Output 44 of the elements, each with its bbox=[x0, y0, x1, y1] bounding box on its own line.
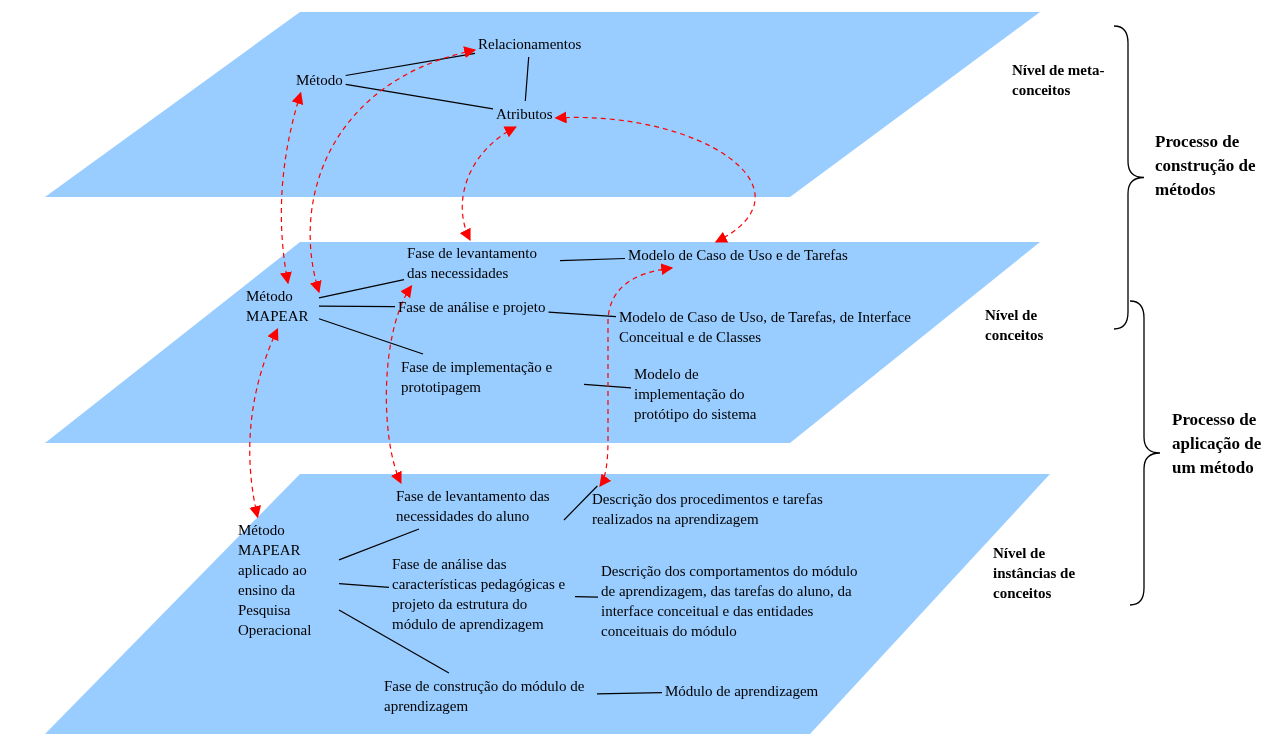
dashed-arrow bbox=[280, 91, 304, 285]
dashed-arrow bbox=[599, 263, 674, 487]
dashed-arrow bbox=[249, 327, 279, 519]
connector-line bbox=[596, 692, 663, 695]
connector-line bbox=[318, 318, 424, 355]
node-text: Fase de análise das características pedagógicas e projeto da estrutura do módulo de aprendizagem bbox=[392, 554, 572, 634]
node-text: Modelo de Caso de Uso e de Tarefas bbox=[628, 245, 848, 265]
node-text: Método MAPEAR aplicado ao ensino da Pesquisa Operacional bbox=[238, 520, 336, 640]
node-text: Módulo de aprendizagem bbox=[665, 681, 819, 701]
node-text: Modelo de implementação do protótipo do sistema bbox=[634, 364, 784, 424]
dashed-arrow bbox=[460, 126, 517, 242]
node-text: Fase de análise e projeto bbox=[398, 297, 546, 317]
process-label: Processo de aplicação de um método bbox=[1172, 409, 1263, 479]
connector-line bbox=[547, 311, 617, 318]
connector-line bbox=[318, 305, 396, 308]
node-text: Modelo de Caso de Uso, de Tarefas, de Interface Conceitual e de Classes bbox=[619, 307, 919, 347]
connector-line bbox=[583, 383, 632, 389]
process-label: Processo de construção de métodos bbox=[1155, 131, 1257, 201]
connector-line bbox=[345, 83, 494, 110]
level-heading: Nível de meta-conceitos bbox=[1012, 61, 1106, 100]
node-text: Método MAPEAR bbox=[246, 286, 316, 326]
node-text: Método bbox=[296, 70, 343, 90]
connector-line bbox=[318, 279, 405, 299]
level-heading: Nível de conceitos bbox=[985, 306, 1045, 345]
dashed-arrow bbox=[554, 111, 756, 243]
node-text: Fase de levantamento das necessidades bbox=[407, 243, 557, 283]
connector-line bbox=[338, 583, 390, 588]
connector-line bbox=[563, 485, 598, 521]
dashed-arrow bbox=[309, 47, 477, 294]
connector-line bbox=[524, 56, 530, 102]
node-text: Fase de levantamento das necessidades do aluno bbox=[396, 486, 561, 526]
connector-line bbox=[338, 609, 450, 674]
node-text: Relacionamentos bbox=[478, 34, 582, 54]
node-text: Descrição dos comportamentos do módulo de aprendizagem, das tarefas do aluno, da interface conceitual e das entidades conceituais do módulo bbox=[601, 561, 866, 641]
dashed-arrow bbox=[385, 284, 413, 485]
node-text: Fase de construção do módulo de aprendizagem bbox=[384, 676, 594, 716]
node-text: Descrição dos procedimentos e tarefas realizados na aprendizagem bbox=[592, 489, 857, 529]
connector-line bbox=[559, 257, 626, 262]
connector-line bbox=[574, 596, 599, 598]
connector-line bbox=[338, 528, 420, 561]
connector-line bbox=[345, 52, 476, 77]
node-text: Atributos bbox=[496, 104, 553, 124]
node-text: Fase de implementação e prototipagem bbox=[401, 357, 581, 397]
level-heading: Nível de instâncias de conceitos bbox=[993, 544, 1077, 603]
